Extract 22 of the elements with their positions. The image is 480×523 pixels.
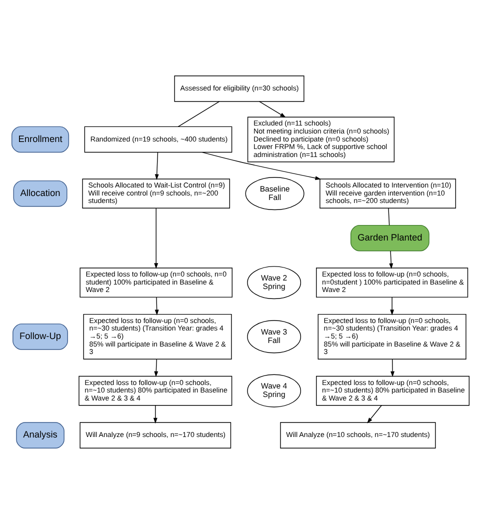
arrow bbox=[366, 404, 382, 423]
arrow bbox=[154, 296, 158, 315]
arrow bbox=[154, 152, 158, 180]
node-ellipse: Wave 3 Fall bbox=[246, 320, 301, 353]
arrow bbox=[201, 151, 320, 180]
arrow bbox=[390, 296, 394, 315]
node-box: Enrollment bbox=[11, 126, 69, 152]
arrow bbox=[258, 100, 286, 118]
node-ellipse: Wave 2 Spring bbox=[246, 266, 301, 299]
arrow bbox=[390, 358, 394, 377]
node-box: Allocation bbox=[12, 180, 67, 206]
node-ellipse: Baseline Fall bbox=[244, 176, 304, 210]
arrow bbox=[154, 207, 158, 268]
arrow bbox=[154, 358, 158, 377]
node-ellipse: Wave 4 Spring bbox=[246, 374, 301, 407]
node-box: Analysis bbox=[16, 422, 64, 448]
node-box: Garden Planted bbox=[350, 224, 429, 251]
node-box: Follow-Up bbox=[12, 323, 68, 350]
arrow bbox=[152, 404, 157, 424]
arrow bbox=[388, 250, 393, 269]
connector bbox=[388, 207, 390, 226]
connector bbox=[177, 100, 220, 126]
